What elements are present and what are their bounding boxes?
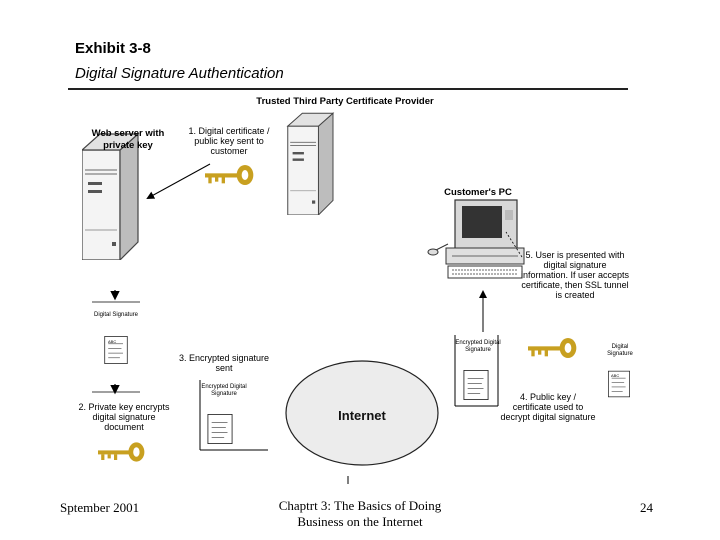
internet-cloud: [285, 360, 439, 466]
key-icon: [98, 442, 145, 462]
key-icon: [528, 338, 577, 358]
customer-pc-label: Customer's PC: [444, 187, 512, 198]
webserver-label: Web server with private key: [91, 128, 165, 151]
far-right-doc-label: Digital Signature: [607, 344, 633, 357]
ttp-label: Trusted Third Party Certificate Provider: [256, 96, 434, 107]
computer-icon: [427, 199, 525, 279]
exhibit-title: Exhibit 3-8: [75, 40, 151, 57]
step3-label: 3. Encrypted signature sent: [178, 353, 270, 373]
cert-arrow: [146, 163, 211, 199]
key-icon: [205, 165, 254, 185]
right-doc-label: Encrypted Digital Signature: [455, 340, 501, 353]
footer-chapter: Chaptrt 3: The Basics of Doing Business …: [278, 498, 442, 529]
mid-doc-label: Encrypted Digital Signature: [201, 384, 247, 397]
internet-label: Internet: [338, 408, 386, 423]
document-icon: [463, 370, 489, 400]
header-rule: [68, 88, 628, 90]
ttp-server-icon: [287, 112, 334, 215]
step5-label: 5. User is presented with digital signat…: [520, 250, 630, 300]
webserver-icon: [82, 133, 139, 260]
footer-date: Sptember 2001: [60, 500, 140, 515]
doc-text: ABC: [108, 339, 117, 344]
exhibit-subtitle: Digital Signature Authentication: [75, 65, 284, 82]
footer-page-number: 24: [640, 500, 653, 515]
step1-label: 1. Digital certificate / public key sent…: [188, 126, 270, 156]
left-doc-label: Digital Signature: [93, 312, 139, 318]
step5-connector: [505, 231, 523, 258]
step2-label: 2. Private key encrypts digital signatur…: [78, 402, 170, 432]
document-icon: [207, 414, 233, 444]
step4-label: 4. Public key / certificate used to decr…: [500, 392, 596, 422]
doc-text: ABC: [611, 373, 620, 378]
